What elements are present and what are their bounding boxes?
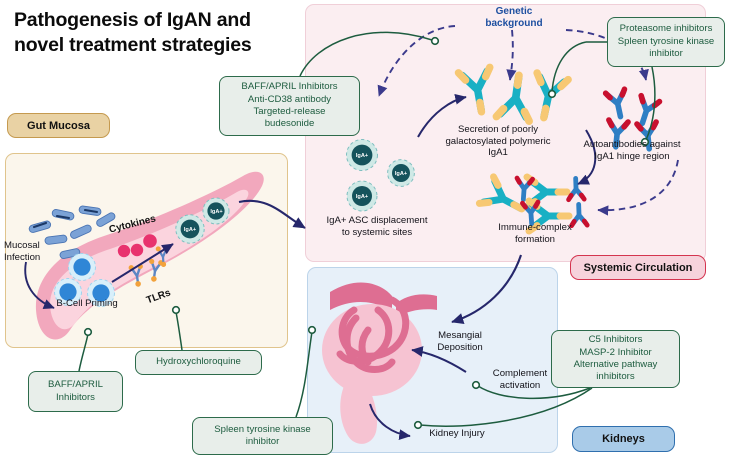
compartment-label-gut-mucosa: Gut Mucosa [7,113,110,138]
label-complement-activation: Complement activation [492,368,548,391]
treatment-line: Anti-CD38 antibody [247,93,332,105]
label-b-cell-priming: B-Cell Priming [56,298,118,309]
compartment-label-kidneys: Kidneys [572,426,675,452]
page-title: Pathogenesis of IgAN and novel treatment… [14,9,252,56]
iga-cell-tag: IgA+ [355,152,369,159]
label-mucosal-infection: Mucosal Infection [4,240,41,263]
treatment-line: Alternative pathway [573,359,658,370]
treatment-box-proteasome-syk[interactable]: Proteasome inhibitors Spleen tyrosine ki… [607,17,725,67]
treatment-line: Inhibitors [56,391,95,403]
label-iga-asc-displacement: IgA+ ASC displacement to systemic sites [326,215,428,238]
treatment-line: budesonide [264,118,315,130]
treatment-line: inhibitor [649,48,683,60]
iga-cell-tag: IgA+ [183,226,197,233]
treatment-box-baff-april-top[interactable]: BAFF/APRIL Inhibitors Anti-CD38 antibody… [219,76,360,136]
iga-cell-tag: IgA+ [355,193,369,200]
label-kidney-injury: Kidney Injury [429,428,485,439]
treatment-line: MASP-2 Inhibitor [579,346,652,358]
panel-kidneys [307,267,558,453]
treatment-line: Hydroxychloroquine [156,356,241,368]
treatment-box-complement-inhibitors[interactable]: C5 Inhibitors MASP-2 Inhibitor Alternati… [551,330,680,388]
treatment-line: inhibitor [245,436,280,447]
iga-cell-tag: IgA+ [210,208,223,215]
treatment-box-baff-april-bottom[interactable]: BAFF/APRIL Inhibitors [28,371,123,412]
treatment-line: Proteasome inhibitors [619,23,713,35]
label-autoantibodies: Autoantibodies against IgA1 hinge region [583,139,681,162]
label-immune-complex-formation: Immune-complex formation [498,222,572,245]
treatment-line: BAFF/APRIL [48,379,103,391]
label-secretion-iga1: Secretion of poorly galactosylated polym… [445,124,551,159]
treatment-box-syk-inhibitor-bottom[interactable]: Spleen tyrosine kinase inhibitor [192,417,333,455]
label-genetic-background: Genetic background [485,6,543,29]
treatment-line: Targeted-release [253,106,326,117]
treatment-line: Spleen tyrosine kinase [214,423,311,435]
compartment-label-systemic-circulation: Systemic Circulation [570,255,706,280]
treatment-line: inhibitors [596,371,635,383]
treatment-box-hydroxychloroquine[interactable]: Hydroxychloroquine [135,350,262,375]
iga-cell-tag: IgA+ [394,170,408,177]
treatment-line: Spleen tyrosine kinase [617,35,715,47]
treatment-line: C5 Inhibitors [588,334,643,346]
label-mesangial-deposition: Mesangial Deposition [437,330,483,353]
treatment-line: BAFF/APRIL Inhibitors [241,81,338,93]
